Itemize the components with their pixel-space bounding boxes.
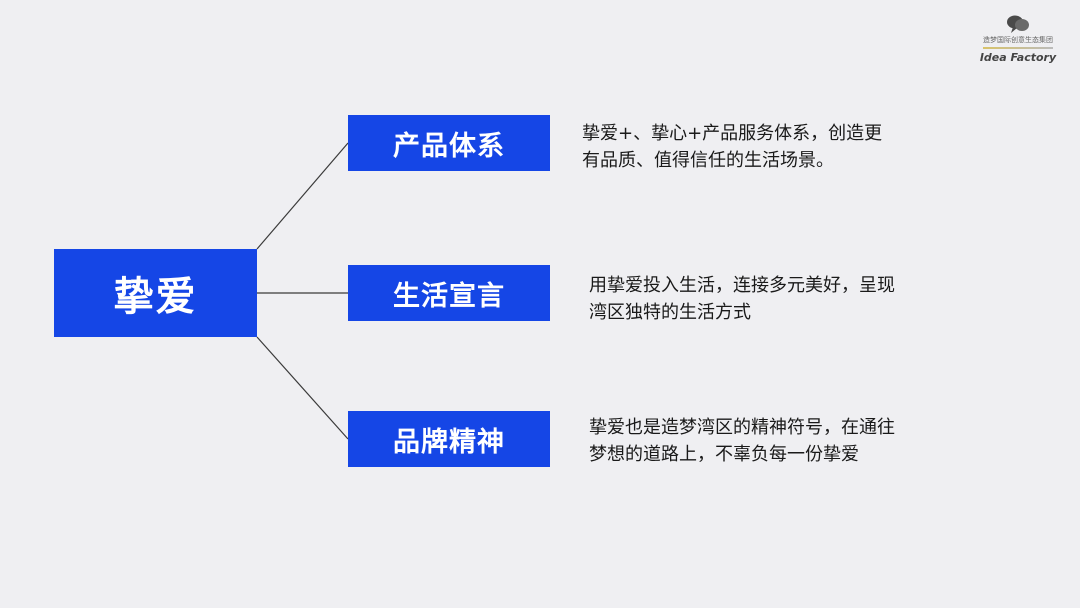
connector-to-branch-1 <box>256 142 349 250</box>
branch-label: 生活宣言 <box>393 280 505 312</box>
logo-divider <box>983 47 1053 49</box>
description-line: 挚爱也是造梦湾区的精神符号，在通往 <box>589 417 895 438</box>
logo-name: Idea Factory <box>979 51 1057 64</box>
description-line: 用挚爱投入生活，连接多元美好，呈现 <box>589 275 895 296</box>
description-line: 湾区独特的生活方式 <box>589 302 751 323</box>
description-line: 梦想的道路上，不辜负每一份挚爱 <box>589 444 859 465</box>
branch-description-2: 用挚爱投入生活，连接多元美好，呈现 湾区独特的生活方式 <box>589 272 949 326</box>
speech-bubbles-icon <box>1007 15 1029 33</box>
root-node: 挚爱 <box>54 249 257 337</box>
description-line: 有品质、值得信任的生活场景。 <box>582 150 834 171</box>
branch-node-life-declaration: 生活宣言 <box>348 265 550 321</box>
branch-description-1: 挚爱+、挚心+产品服务体系，创造更 有品质、值得信任的生活场景。 <box>582 120 942 174</box>
company-logo: 造梦国际创意生态集团 Idea Factory <box>978 14 1058 74</box>
branch-description-3: 挚爱也是造梦湾区的精神符号，在通往 梦想的道路上，不辜负每一份挚爱 <box>589 414 949 468</box>
connector-to-branch-3 <box>256 336 349 440</box>
branch-node-product-system: 产品体系 <box>348 115 550 171</box>
branch-label: 品牌精神 <box>393 426 505 458</box>
branch-node-brand-spirit: 品牌精神 <box>348 411 550 467</box>
branch-label: 产品体系 <box>393 130 505 162</box>
description-line: 挚爱+、挚心+产品服务体系，创造更 <box>582 123 883 144</box>
root-label: 挚爱 <box>113 274 198 320</box>
logo-subtitle: 造梦国际创意生态集团 <box>983 36 1053 44</box>
